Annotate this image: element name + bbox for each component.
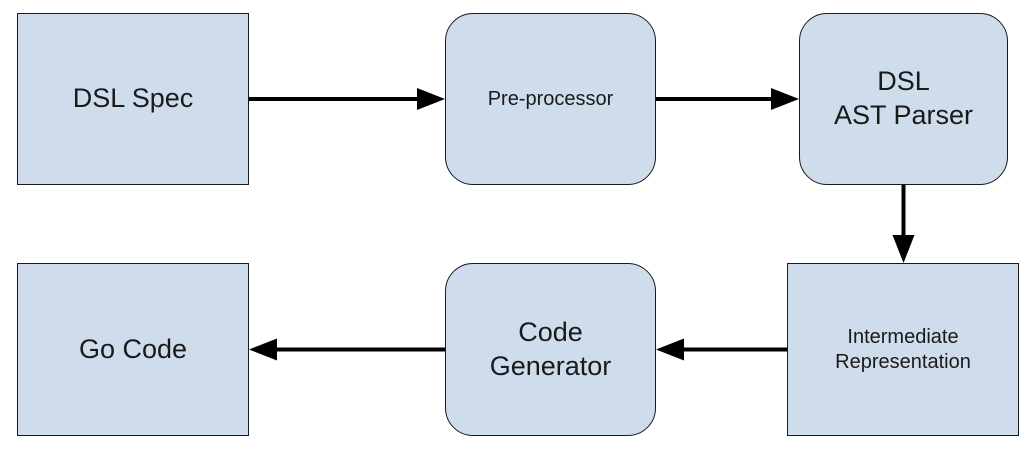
node-code-generator-label: Code Generator	[489, 316, 612, 381]
node-dsl-spec-label: DSL Spec	[72, 83, 194, 114]
node-preprocessor: Pre-processor	[445, 13, 656, 185]
arrowhead	[656, 338, 684, 361]
arrowhead	[249, 338, 277, 361]
arrowhead	[771, 88, 799, 110]
arrow-parser-to-ir	[892, 185, 915, 263]
arrow-dsl-spec-to-preprocessor	[249, 88, 445, 110]
node-code-generator: Code Generator	[445, 263, 656, 436]
arrow-ir-to-codegen	[656, 338, 787, 361]
node-intermediate-representation: Intermediate Representation	[787, 263, 1019, 436]
node-dsl-ast-parser-label: DSL AST Parser	[833, 66, 974, 130]
node-preprocessor-label: Pre-processor	[487, 87, 614, 110]
node-go-code-label: Go Code	[78, 333, 188, 364]
arrow-preprocessor-to-parser	[656, 88, 799, 110]
arrowhead	[892, 235, 915, 263]
node-dsl-spec: DSL Spec	[17, 13, 249, 185]
arrow-codegen-to-gocode	[249, 338, 445, 361]
node-intermediate-representation-label: Intermediate Representation	[835, 325, 971, 373]
arrowhead	[417, 88, 445, 110]
node-go-code: Go Code	[17, 263, 249, 436]
node-dsl-ast-parser: DSL AST Parser	[799, 13, 1008, 185]
